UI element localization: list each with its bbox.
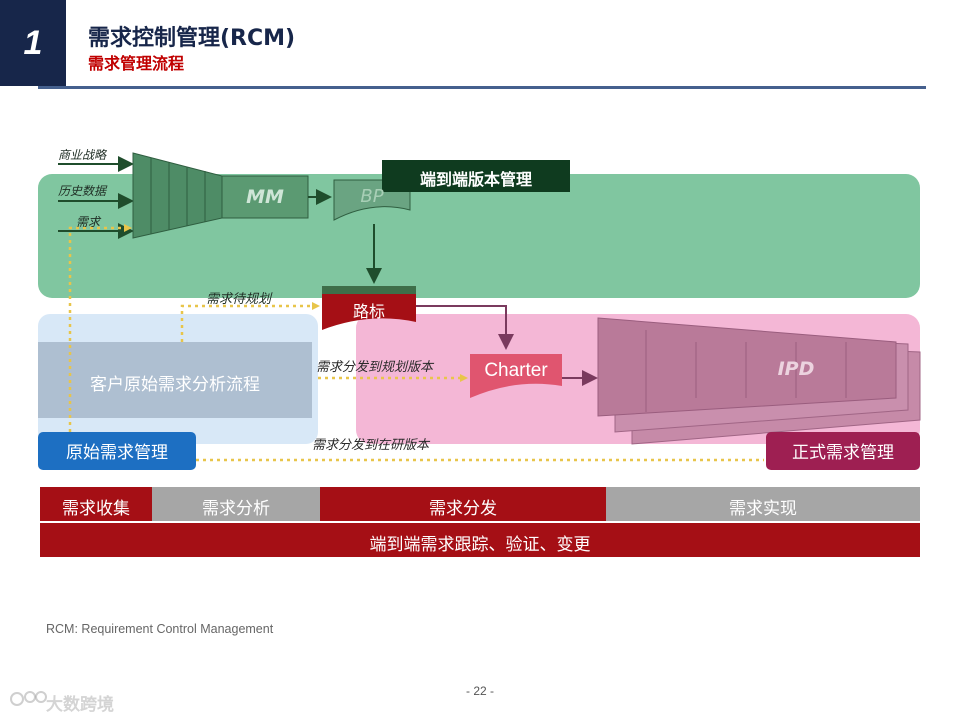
- customer-analysis-box: [38, 342, 312, 418]
- phase-implement-bg: [606, 487, 920, 521]
- bottom-bar-label: 端到端需求跟踪、验证、变更: [369, 535, 591, 555]
- charter-document: [470, 354, 562, 398]
- mm-label: MM: [246, 186, 284, 208]
- pending-planning-label: 需求待规划: [206, 292, 272, 307]
- end-to-end-version-label: 端到端版本管理: [419, 170, 532, 189]
- original-req-label: 原始需求管理: [66, 443, 168, 463]
- phase-collect-bg: [40, 487, 152, 521]
- section-number: 1: [0, 0, 66, 86]
- bottom-bar-bg: [40, 523, 920, 557]
- phase-dispatch-label: 需求分发: [429, 499, 497, 519]
- page-subtitle: 需求管理流程: [88, 54, 185, 73]
- formal-req-box: [766, 432, 920, 470]
- phase-analysis-label: 需求分析: [202, 499, 270, 519]
- end-to-end-version-box: [382, 160, 570, 192]
- original-req-box: [38, 432, 196, 470]
- footnote: RCM: Requirement Control Management: [46, 622, 274, 636]
- dispatch-to-dev-label: 需求分发到在研版本: [312, 438, 430, 453]
- roadmap-label: 路标: [352, 302, 385, 321]
- page-title: 需求控制管理(RCM): [88, 26, 296, 51]
- customer-analysis-label: 客户原始需求分析流程: [90, 375, 260, 395]
- ipd-funnel: [597, 317, 921, 445]
- mm-box: [221, 175, 309, 219]
- phase-analysis-bg: [152, 487, 320, 521]
- roadmap-top-strip: [322, 286, 416, 294]
- roadmap-document: [322, 294, 416, 330]
- phase-implement-label: 需求实现: [729, 499, 797, 519]
- phase-dispatch-bg: [320, 487, 606, 521]
- page-number: - 22 -: [465, 684, 494, 698]
- ipd-label: IPD: [777, 358, 815, 380]
- input-label-demand: 需求: [76, 215, 101, 229]
- watermark-logo-icon: [10, 691, 47, 706]
- input-label-strategy: 商业战略: [58, 148, 107, 162]
- dispatch-to-plan-label: 需求分发到规划版本: [316, 360, 434, 375]
- input-label-history: 历史数据: [58, 184, 107, 198]
- formal-req-label: 正式需求管理: [792, 443, 894, 463]
- header-divider: [38, 86, 926, 89]
- charter-label: Charter: [484, 360, 548, 381]
- phase-collect-label: 需求收集: [62, 499, 130, 519]
- funnel-shape: [132, 152, 223, 239]
- watermark-text: 大数跨境: [46, 695, 114, 715]
- bp-label: BP: [360, 186, 384, 207]
